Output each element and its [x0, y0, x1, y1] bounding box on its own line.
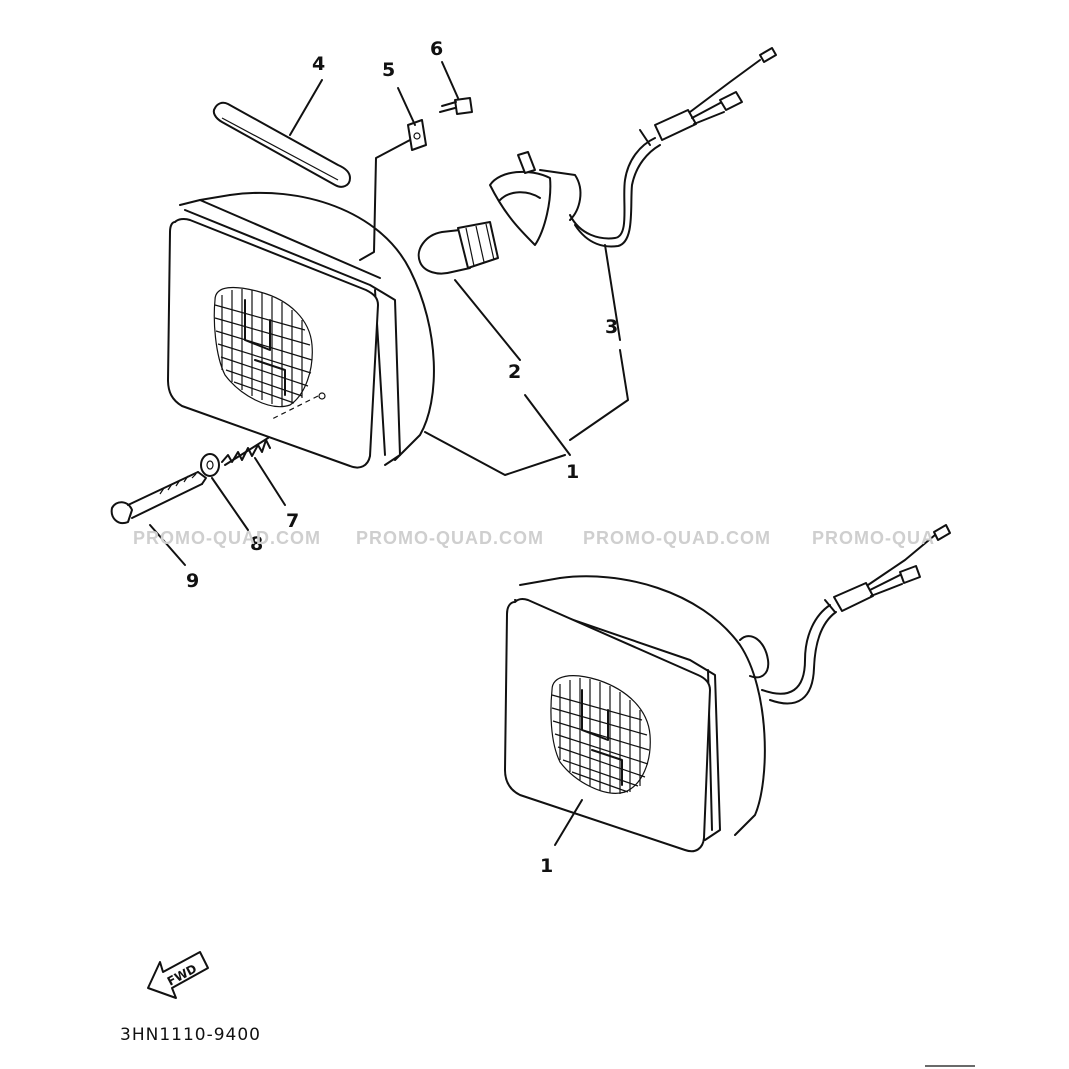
watermark-1: PROMO-QUAD.COM	[133, 528, 321, 548]
watermark-3: PROMO-QUAD.COM	[583, 528, 771, 548]
nut-clip-part-5	[359, 87, 427, 261]
callout-7: 7	[286, 510, 299, 532]
socket-harness-part-3	[489, 47, 777, 441]
spring-part-7	[221, 437, 286, 506]
callout-9: 9	[186, 570, 199, 592]
callout-6: 6	[430, 38, 443, 60]
visor-strip-part-4	[212, 79, 351, 188]
callout-1a: 1	[566, 461, 579, 483]
callout-1b: 1	[540, 855, 553, 877]
watermark-2: PROMO-QUAD.COM	[356, 528, 544, 548]
headlight-assembly-lower	[504, 524, 951, 853]
callout-3: 3	[605, 316, 618, 338]
callout-5: 5	[382, 59, 395, 81]
callout-4: 4	[312, 53, 325, 75]
part-code: 3HN1110-9400	[120, 1025, 261, 1045]
fwd-arrow-icon: FWD	[147, 951, 209, 999]
callout-2: 2	[508, 361, 521, 383]
watermark-4: PROMO-QUA	[812, 528, 935, 548]
callout-8: 8	[250, 533, 263, 555]
washer-part-8	[200, 453, 249, 531]
bulb-part-2	[417, 221, 571, 456]
headlight-assembly-upper	[167, 191, 566, 476]
lens-grid-pattern-upper	[213, 286, 313, 408]
bolt-part-9	[110, 471, 207, 566]
lens-grid-pattern-lower	[550, 675, 651, 794]
screw-part-6	[439, 61, 473, 115]
